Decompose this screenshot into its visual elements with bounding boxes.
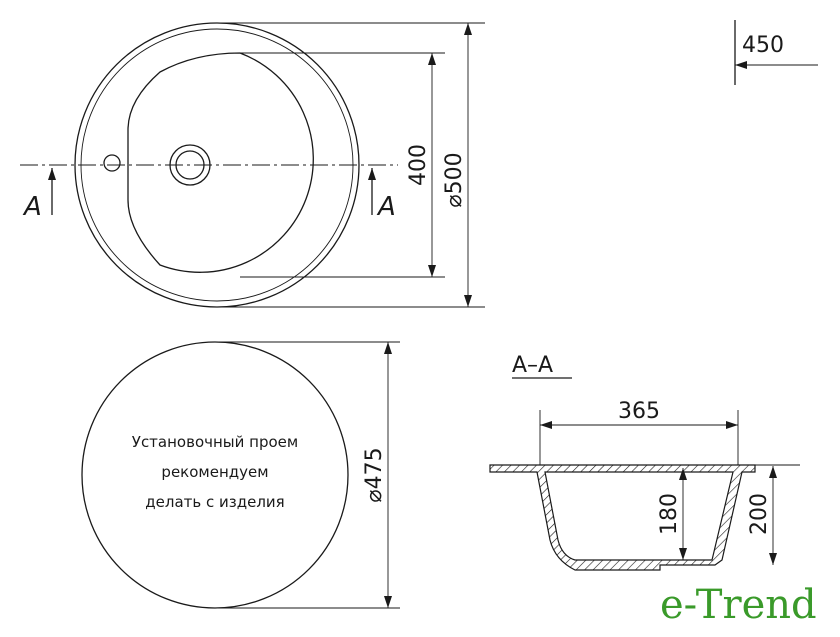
dim-365: 365 [618,399,660,424]
section-mark-right: A [376,192,396,222]
top-view: A A 400 ⌀500 [20,22,485,308]
dim-500: ⌀500 [442,152,467,207]
tap-hole [103,154,121,172]
dim-475: ⌀475 [362,447,387,502]
dim-180: 180 [657,493,682,535]
dim-400: 400 [406,144,431,186]
section-mark-left: A [22,192,42,222]
note-line-1: Установочный проем [132,433,298,451]
section-view: A–A 365 180 200 [489,353,800,571]
cabinet-dim: 450 [734,20,818,85]
dim-450: 450 [742,33,784,58]
cutout-view: Установочный проем рекомендуем делать с … [81,341,400,609]
bowl-outline [127,52,314,273]
section-title: A–A [512,353,553,378]
note-line-3: делать с изделия [145,493,284,511]
note-line-2: рекомендуем [161,463,268,481]
etrend-logo: e-Trend [660,582,817,628]
dim-200: 200 [747,493,772,535]
sink-section [489,464,756,571]
